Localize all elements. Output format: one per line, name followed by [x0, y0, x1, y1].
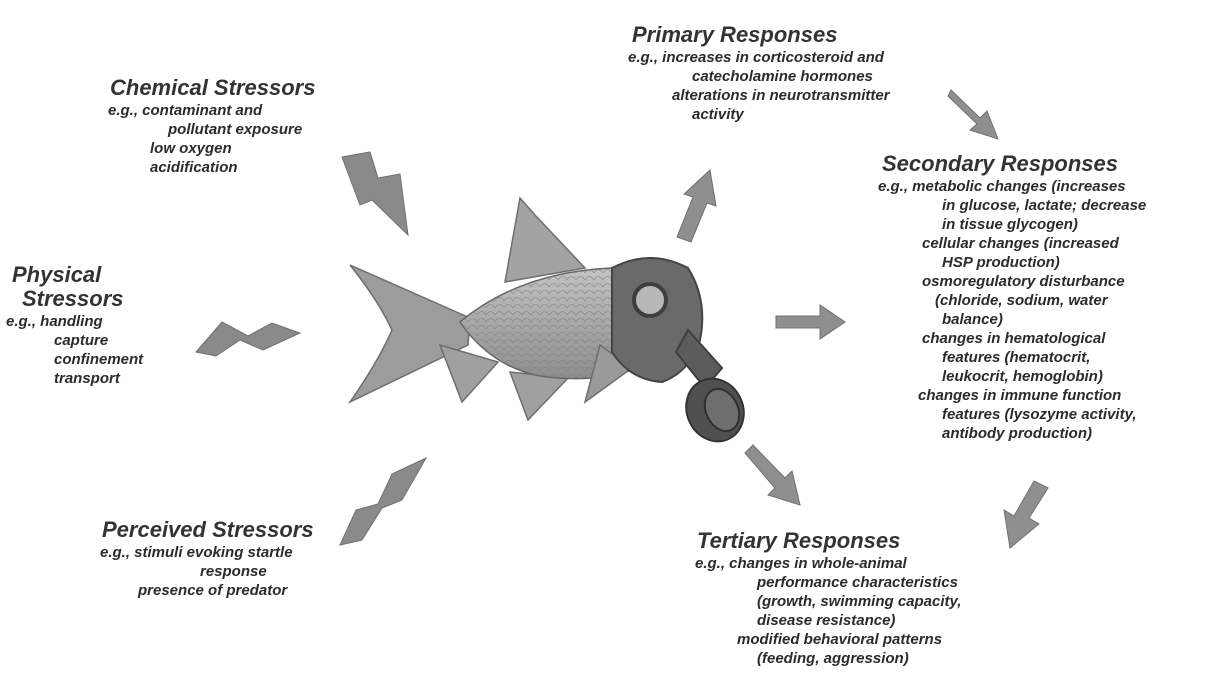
tertiary-responses-block: Tertiary Responses e.g., changes in whol…	[695, 528, 961, 668]
physical-line-3: confinement	[54, 350, 143, 369]
primary-response-arrow-icon	[677, 170, 716, 242]
tertiary-line-1: e.g., changes in whole-animal	[695, 554, 961, 573]
tertiary-line-2: performance characteristics	[757, 573, 961, 592]
primary-line-2: catecholamine hormones	[692, 67, 890, 86]
secondary-line-13: features (lysozyme activity,	[942, 405, 1146, 424]
chemical-line-1: e.g., contaminant and	[108, 101, 315, 120]
chemical-bolt-icon	[342, 152, 408, 235]
mask-eyepiece	[634, 284, 666, 316]
tertiary-line-4: disease resistance)	[757, 611, 961, 630]
perceived-line-2: response	[200, 562, 314, 581]
physical-stressors-block: Physical Stressors e.g., handling captur…	[12, 262, 143, 388]
chemical-line-3: low oxygen	[150, 139, 315, 158]
secondary-line-5: HSP production)	[942, 253, 1146, 272]
secondary-line-9: changes in hematological	[922, 329, 1146, 348]
fish-tail	[350, 265, 470, 402]
secondary-line-1: e.g., metabolic changes (increases	[878, 177, 1146, 196]
tertiary-line-6: (feeding, aggression)	[757, 649, 961, 668]
perceived-stressors-block: Perceived Stressors e.g., stimuli evokin…	[100, 517, 314, 600]
secondary-line-7: (chloride, sodium, water	[935, 291, 1146, 310]
chemical-stressors-block: Chemical Stressors e.g., contaminant and…	[108, 75, 315, 177]
tertiary-response-arrow-icon	[745, 445, 800, 505]
primary-to-secondary-arrow-icon	[948, 90, 998, 139]
chemical-line-2: pollutant exposure	[168, 120, 315, 139]
physical-stressors-title-1: Physical	[12, 262, 143, 288]
chemical-stressors-title: Chemical Stressors	[110, 75, 315, 101]
secondary-responses-block: Secondary Responses e.g., metabolic chan…	[880, 151, 1146, 443]
secondary-line-11: leukocrit, hemoglobin)	[942, 367, 1146, 386]
primary-line-3: alterations in neurotransmitter	[672, 86, 890, 105]
secondary-line-6: osmoregulatory disturbance	[922, 272, 1146, 291]
primary-responses-title: Primary Responses	[632, 22, 890, 48]
primary-line-4: activity	[692, 105, 890, 124]
secondary-to-tertiary-arrow-icon	[1004, 481, 1048, 548]
secondary-line-3: in tissue glycogen)	[942, 215, 1146, 234]
physical-line-1: e.g., handling	[6, 312, 143, 331]
primary-line-1: e.g., increases in corticosteroid and	[628, 48, 890, 67]
secondary-line-8: balance)	[942, 310, 1146, 329]
physical-line-4: transport	[54, 369, 143, 388]
secondary-responses-title: Secondary Responses	[882, 151, 1146, 177]
primary-responses-block: Primary Responses e.g., increases in cor…	[630, 22, 890, 124]
perceived-bolt-icon	[340, 458, 426, 545]
secondary-line-14: antibody production)	[942, 424, 1146, 443]
physical-stressors-title-2: Stressors	[22, 286, 143, 312]
secondary-line-2: in glucose, lactate; decrease	[942, 196, 1146, 215]
fish-dorsal-fin	[505, 198, 585, 282]
perceived-stressors-title: Perceived Stressors	[102, 517, 314, 543]
physical-bolt-icon	[196, 322, 300, 356]
tertiary-responses-title: Tertiary Responses	[697, 528, 961, 554]
perceived-line-3: presence of predator	[138, 581, 314, 600]
secondary-line-10: features (hematocrit,	[942, 348, 1146, 367]
secondary-response-arrow-icon	[776, 305, 845, 339]
secondary-line-12: changes in immune function	[918, 386, 1146, 405]
physical-line-2: capture	[54, 331, 143, 350]
fish-pelvic-fin	[510, 372, 568, 420]
secondary-line-4: cellular changes (increased	[922, 234, 1146, 253]
chemical-line-4: acidification	[150, 158, 315, 177]
perceived-line-1: e.g., stimuli evoking startle	[100, 543, 314, 562]
tertiary-line-5: modified behavioral patterns	[737, 630, 961, 649]
gas-mask	[612, 258, 754, 451]
tertiary-line-3: (growth, swimming capacity,	[757, 592, 961, 611]
